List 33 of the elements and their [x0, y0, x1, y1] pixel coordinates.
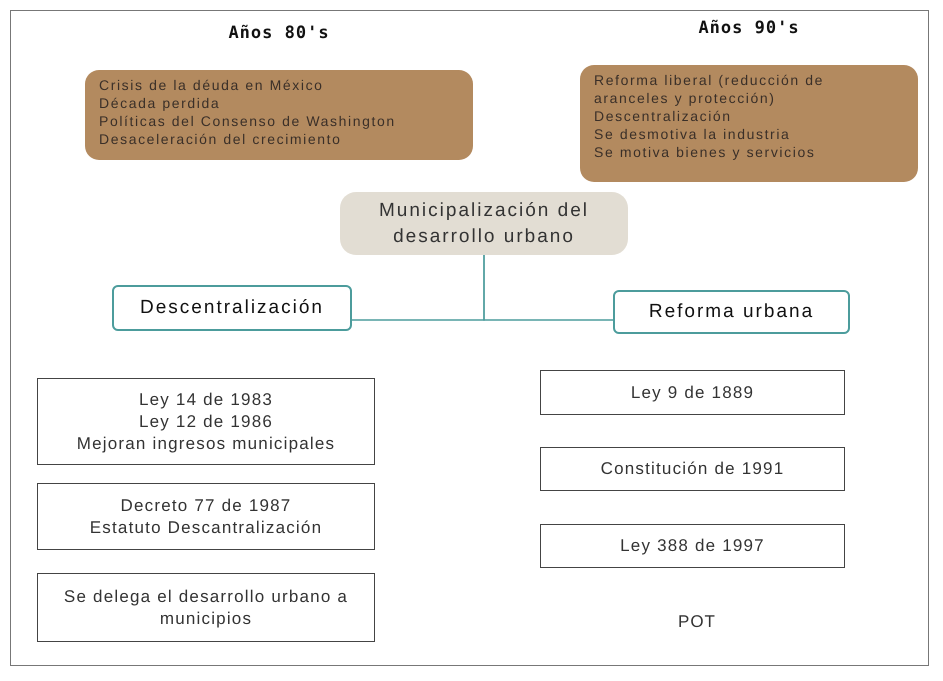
- category-box: [613, 290, 850, 334]
- law-text: Constitución de 1991: [600, 458, 784, 480]
- law-box: [540, 524, 845, 568]
- connector-line: [483, 255, 613, 321]
- law-box: [540, 370, 845, 415]
- law-box: [37, 378, 375, 465]
- period-item: Reforma liberal (reducción de aranceles y protección): [594, 71, 826, 107]
- period-heading: Años 90's: [697, 19, 801, 37]
- category-box: [112, 285, 352, 331]
- law-text: Ley 14 de 1983: [138, 388, 273, 410]
- law-text: Se delega el desarrollo urbano a municipios: [62, 586, 350, 630]
- law-box: [540, 447, 845, 491]
- period-item: Políticas del Consenso de Washington: [99, 112, 397, 130]
- law-box: [37, 483, 375, 550]
- period-item: Se motiva bienes y servicios: [594, 143, 816, 161]
- period-item: Crisis de la déuda en México: [99, 76, 325, 94]
- topic-text: Municipalización del desarrollo urbano: [378, 199, 590, 249]
- law-text: Estatuto Descantralización: [90, 516, 322, 538]
- plan-label: POT: [678, 612, 716, 632]
- law-text: Ley 388 de 1997: [620, 535, 765, 557]
- period-item: Se desmotiva la industria: [594, 125, 792, 143]
- law-text: Ley 12 de 1986: [138, 410, 273, 432]
- category-text: Reforma urbana: [648, 301, 814, 323]
- period-item: Década perdida: [99, 94, 222, 112]
- law-box: [37, 573, 375, 642]
- period-heading: Años 80's: [227, 24, 331, 42]
- category-text: Descentralización: [140, 297, 324, 319]
- law-text: Mejoran ingresos municipales: [76, 432, 336, 454]
- law-text: Ley 9 de 1889: [630, 382, 754, 404]
- central-topic-box: [340, 192, 628, 255]
- period-item: Descentralización: [594, 107, 733, 125]
- period-item: Desaceleración del crecimiento: [99, 130, 343, 148]
- law-text: Decreto 77 de 1987: [120, 494, 292, 516]
